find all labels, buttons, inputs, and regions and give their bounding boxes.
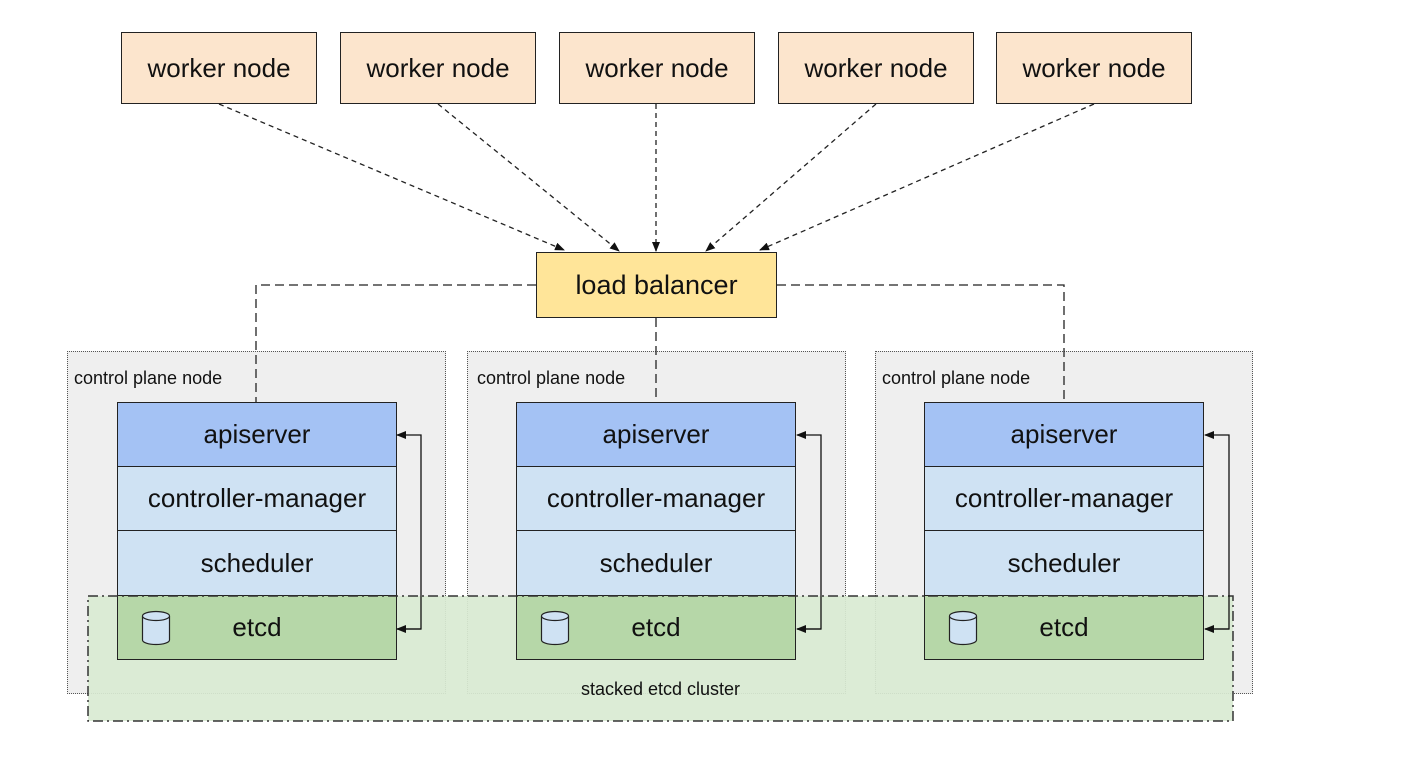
worker-node-label: worker node bbox=[585, 52, 729, 83]
scheduler-label: scheduler bbox=[1007, 547, 1121, 578]
etcd-to-apiserver-arrow-2 bbox=[796, 431, 822, 630]
apiserver-box: apiserver bbox=[924, 402, 1204, 467]
etcd-cluster-border bbox=[87, 595, 1234, 722]
worker-node-label: worker node bbox=[804, 52, 948, 83]
etcd-label: etcd bbox=[631, 612, 681, 642]
worker-node-5: worker node bbox=[996, 32, 1192, 104]
worker-node-2: worker node bbox=[340, 32, 536, 104]
component-stack-3: apiserver controller-manager scheduler e… bbox=[924, 402, 1204, 660]
scheduler-box: scheduler bbox=[516, 530, 796, 596]
etcd-to-apiserver-arrow-3 bbox=[1204, 431, 1230, 630]
etcd-cluster-label: stacked etcd cluster bbox=[580, 679, 741, 699]
component-stack-2: apiserver controller-manager scheduler e… bbox=[516, 402, 796, 660]
controller-manager-label: controller-manager bbox=[954, 483, 1174, 513]
controller-manager-label: controller-manager bbox=[546, 483, 766, 513]
control-plane-node-label: control plane node bbox=[477, 368, 626, 388]
worker-node-label: worker node bbox=[366, 52, 510, 83]
load-balancer-label: load balancer bbox=[575, 269, 738, 300]
etcd-box: etcd bbox=[516, 595, 796, 660]
etcd-label: etcd bbox=[232, 612, 282, 642]
scheduler-label: scheduler bbox=[200, 547, 314, 578]
database-icon bbox=[948, 610, 978, 646]
control-plane-node-label: control plane node bbox=[882, 368, 1031, 388]
apiserver-box: apiserver bbox=[516, 402, 796, 467]
scheduler-box: scheduler bbox=[117, 530, 397, 596]
lb-to-apiserver-3-line bbox=[777, 284, 1065, 402]
control-plane-node-label: control plane node bbox=[74, 368, 223, 388]
lb-to-apiserver-1-line bbox=[255, 284, 536, 402]
controller-manager-box: controller-manager bbox=[516, 466, 796, 531]
controller-manager-label: controller-manager bbox=[147, 483, 367, 513]
worker-node-label: worker node bbox=[147, 52, 291, 83]
apiserver-label: apiserver bbox=[602, 419, 710, 449]
load-balancer: load balancer bbox=[536, 252, 777, 318]
worker-node-4: worker node bbox=[778, 32, 974, 104]
database-icon bbox=[540, 610, 570, 646]
worker-5-to-lb-arrow bbox=[759, 103, 1095, 251]
controller-manager-box: controller-manager bbox=[117, 466, 397, 531]
worker-node-3: worker node bbox=[559, 32, 755, 104]
apiserver-label: apiserver bbox=[1010, 419, 1118, 449]
worker-4-to-lb-arrow bbox=[705, 103, 877, 252]
database-icon bbox=[141, 610, 171, 646]
worker-1-to-lb-arrow bbox=[218, 103, 565, 251]
worker-node-label: worker node bbox=[1022, 52, 1166, 83]
scheduler-label: scheduler bbox=[599, 547, 713, 578]
etcd-label: etcd bbox=[1039, 612, 1089, 642]
worker-2-to-lb-arrow bbox=[437, 103, 620, 252]
etcd-box: etcd bbox=[924, 595, 1204, 660]
apiserver-label: apiserver bbox=[203, 419, 311, 449]
etcd-to-apiserver-arrow-1 bbox=[396, 431, 422, 630]
scheduler-box: scheduler bbox=[924, 530, 1204, 596]
worker-node-1: worker node bbox=[121, 32, 317, 104]
component-stack-1: apiserver controller-manager scheduler e… bbox=[117, 402, 397, 660]
